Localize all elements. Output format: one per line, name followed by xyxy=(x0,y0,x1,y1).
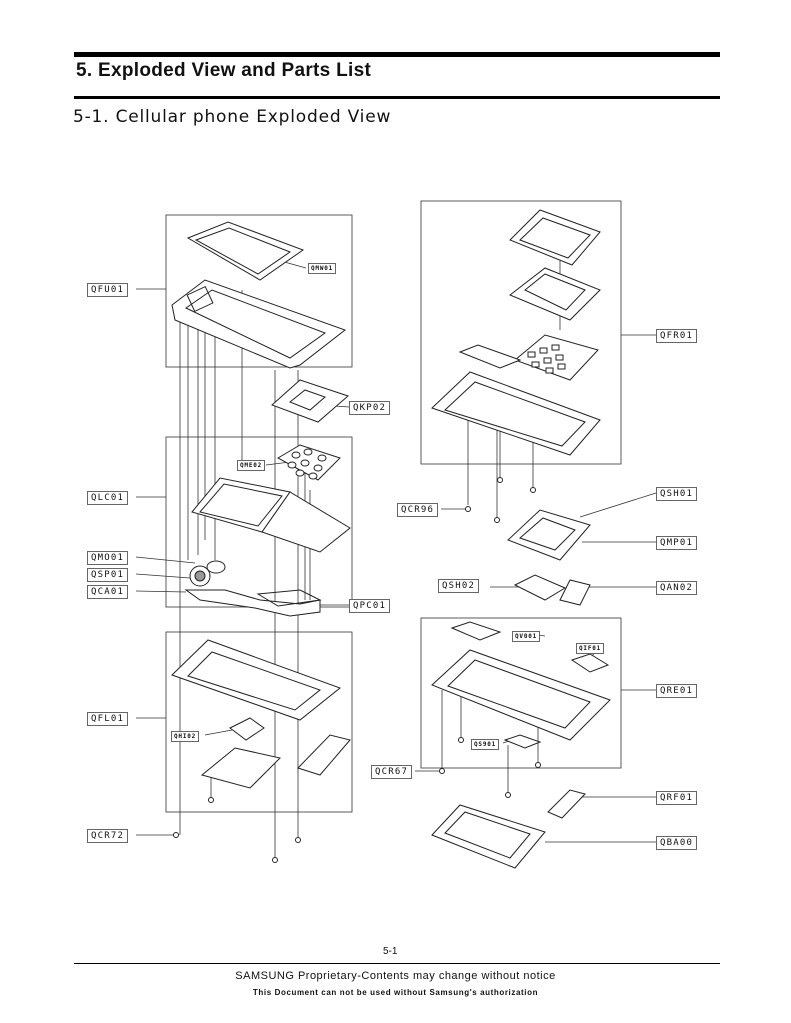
part-label-qcr96: QCR96 xyxy=(397,503,439,517)
part-label-qs901: QS901 xyxy=(471,739,500,750)
part-label-qmw01: QMW01 xyxy=(308,263,337,274)
part-label-qsp01: QSP01 xyxy=(87,568,129,582)
group-frame-bottom-right xyxy=(420,617,622,769)
part-label-qfl01: QFL01 xyxy=(87,712,129,726)
part-label-qcr67: QCR67 xyxy=(371,765,413,779)
part-label-qmo01: QMO01 xyxy=(87,551,129,565)
footer-rule xyxy=(74,963,720,964)
part-label-qkp02: QKP02 xyxy=(349,401,391,415)
part-label-qcr72: QCR72 xyxy=(87,829,129,843)
part-label-qrf01: QRF01 xyxy=(656,791,698,805)
group-frame-top-left xyxy=(165,214,353,368)
part-label-qif01: QIF01 xyxy=(576,643,605,654)
page-number: 5-1 xyxy=(383,946,398,957)
part-label-qsh02: QSH02 xyxy=(438,579,480,593)
group-frame-top-right xyxy=(420,200,622,465)
part-label-qhi02: QHI02 xyxy=(171,731,200,742)
part-label-qsh01: QSH01 xyxy=(656,487,698,501)
page-title: 5. Exploded View and Parts List xyxy=(76,60,372,81)
footer-notice: SAMSUNG Proprietary-Contents may change … xyxy=(235,970,556,982)
part-label-qfr01: QFR01 xyxy=(656,329,698,343)
part-label-qlc01: QLC01 xyxy=(87,491,129,505)
part-label-qba00: QBA00 xyxy=(656,836,698,850)
section-subtitle: 5-1. Cellular phone Exploded View xyxy=(73,107,392,127)
part-label-qme02: QME02 xyxy=(237,460,266,471)
title-underline xyxy=(74,96,720,99)
part-label-qpc01: QPC01 xyxy=(349,599,391,613)
footer-authorization: This Document can not be used without Sa… xyxy=(252,988,539,997)
part-label-qfu01: QFU01 xyxy=(87,283,129,297)
part-label-qre01: QRE01 xyxy=(656,684,698,698)
part-label-qv001: QV001 xyxy=(512,631,541,642)
group-frame-bottom-left xyxy=(165,631,353,813)
part-label-qan02: QAN02 xyxy=(656,581,698,595)
part-label-qca01: QCA01 xyxy=(87,585,129,599)
top-rule xyxy=(74,52,720,57)
part-label-qmp01: QMP01 xyxy=(656,536,698,550)
